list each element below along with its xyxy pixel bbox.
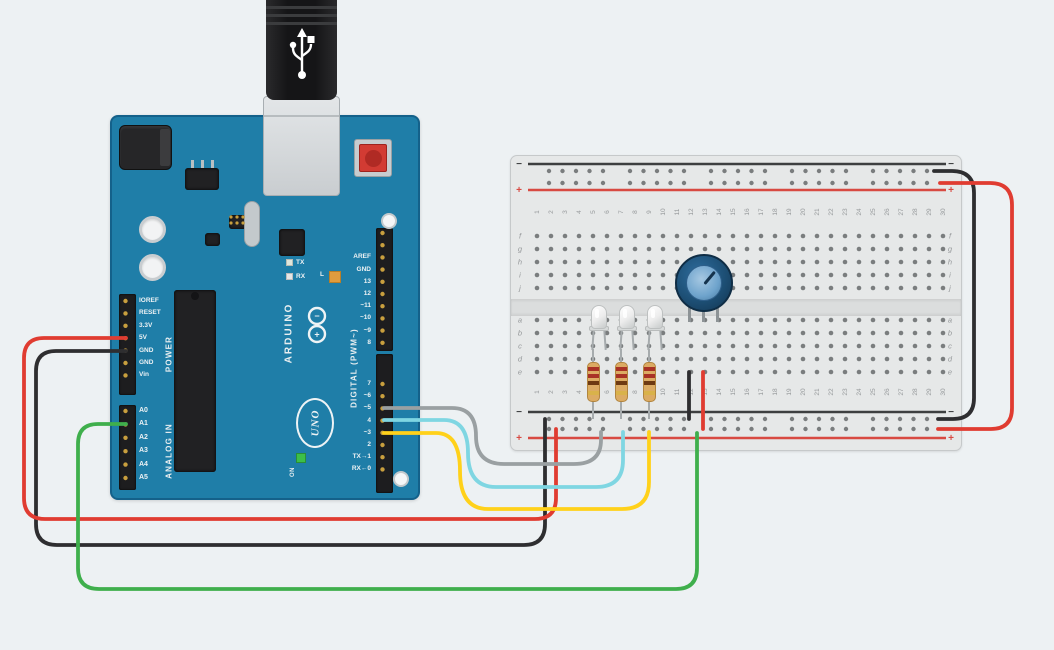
smd-component [205, 233, 220, 246]
digital-header-lower[interactable] [376, 354, 393, 493]
resistor-band [615, 391, 627, 395]
cable-ridge [266, 6, 337, 9]
power-header[interactable] [119, 294, 136, 395]
wire-rail-right-red[interactable] [936, 181, 1014, 431]
resistor-band [615, 381, 627, 385]
digital-header-upper[interactable] [376, 228, 393, 351]
reset-button-cap [364, 149, 382, 167]
l-led-label: L [320, 271, 324, 278]
mounting-hole [393, 471, 409, 487]
wire-d5-gray[interactable] [382, 406, 603, 466]
atmega-microcontroller [174, 290, 216, 472]
uno-logo: UNO [296, 398, 334, 448]
tx-led [286, 259, 293, 266]
l-led [329, 271, 341, 283]
pot-knob [686, 265, 722, 301]
led-highlight [595, 309, 599, 318]
resistor-band [587, 374, 599, 378]
power-jack-rim [160, 129, 170, 166]
arduino-infinity-logo: − + [307, 306, 327, 344]
usb-interface-chip [279, 229, 305, 256]
voltage-regulator [185, 168, 219, 190]
on-led [296, 453, 306, 463]
rx-led [286, 273, 293, 280]
led-3[interactable] [647, 305, 663, 329]
wire-d4-cyan[interactable] [382, 418, 625, 489]
breadboard[interactable] [510, 155, 962, 451]
pot-leg [715, 300, 719, 322]
regulator-leg [211, 160, 214, 169]
resistor-band [615, 374, 627, 378]
led-highlight [623, 309, 627, 318]
resistor-band [587, 391, 599, 395]
resistor-band [587, 381, 599, 385]
logo-plus: + [314, 330, 319, 340]
cable-ridge [266, 14, 337, 17]
wire-rail-right-black[interactable] [932, 169, 976, 421]
resistor-band [643, 381, 655, 385]
usb-plug [263, 96, 340, 196]
wire-5v-red[interactable] [22, 336, 558, 521]
capacitor [139, 216, 166, 243]
led-2[interactable] [619, 305, 635, 329]
led-1[interactable] [591, 305, 607, 329]
usb-plug-seam [264, 115, 339, 117]
resistor-band [587, 367, 599, 371]
cable-ridge [266, 22, 337, 25]
pot-leg [687, 300, 691, 322]
analog-header[interactable] [119, 405, 136, 490]
resistor-2[interactable] [614, 362, 628, 402]
resistor-band [643, 374, 655, 378]
usb-trident-icon [289, 28, 315, 79]
regulator-leg [191, 160, 194, 169]
resistor-band [643, 367, 655, 371]
regulator-leg [201, 160, 204, 169]
wire-gnd-black[interactable] [34, 349, 547, 547]
chip-notch [191, 292, 199, 300]
resistor-1[interactable] [586, 362, 600, 402]
wire-a1-green[interactable] [76, 422, 699, 591]
logo-minus: − [314, 311, 319, 321]
wire-d3-yellow[interactable] [382, 430, 651, 511]
capacitor [139, 254, 166, 281]
rx-led-label: RX [296, 273, 306, 280]
resistor-band [643, 391, 655, 395]
resistor-3[interactable] [642, 362, 656, 402]
led-highlight [651, 309, 655, 318]
tx-led-label: TX [296, 259, 305, 266]
mounting-hole [381, 213, 397, 229]
usb-cable [266, 0, 337, 100]
resistor-band [615, 367, 627, 371]
